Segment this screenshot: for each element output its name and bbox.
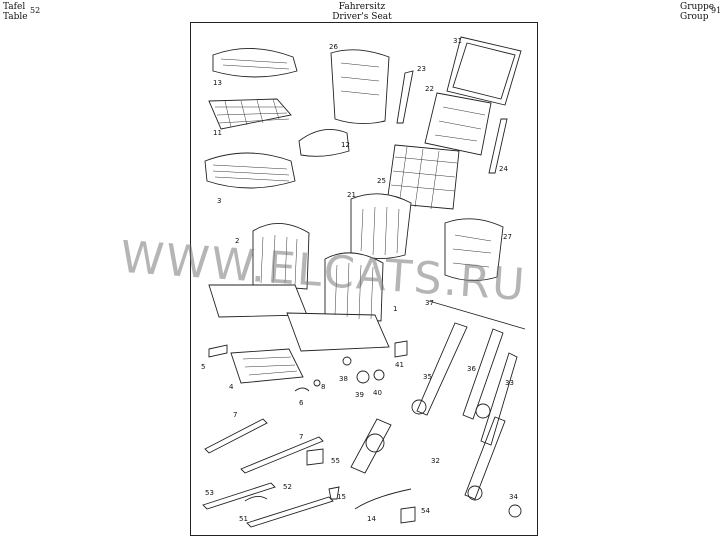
part-label: 2 (235, 237, 239, 245)
part-label: 15 (337, 493, 346, 501)
part-plate (306, 448, 324, 466)
part-backrest-structure (424, 92, 492, 156)
table-label: Tafel Table 52 (3, 2, 40, 22)
part-hinge-left (416, 322, 468, 416)
part-spring-mesh (386, 144, 460, 210)
part-rail-right (488, 118, 508, 174)
table-label-de: Tafel (3, 2, 26, 12)
part-side-rail (396, 70, 414, 124)
part-label: 31 (453, 37, 462, 45)
part-nut (313, 379, 321, 387)
part-hinge-middle (462, 328, 504, 420)
part-label: 27 (503, 233, 512, 241)
diagram-frame: 13 11 3 26 12 23 22 31 25 24 21 27 2 1 3… (190, 22, 538, 536)
part-label: 35 (423, 373, 432, 381)
part-label: 13 (213, 79, 222, 87)
part-label: 3 (217, 197, 221, 205)
part-label: 8 (321, 383, 325, 391)
part-rail-upper (204, 418, 268, 454)
part-label: 52 (283, 483, 292, 491)
group-label-en: Group (680, 12, 709, 22)
part-label: 22 (425, 85, 434, 93)
part-label: 14 (367, 515, 376, 523)
part-rail-lower (240, 436, 324, 474)
part-hinge-lower-pivot (467, 485, 483, 501)
part-washer (373, 369, 385, 381)
part-label: 21 (347, 191, 356, 199)
part-label: 37 (425, 299, 434, 307)
part-label: 51 (239, 515, 248, 523)
title-de: Fahrersitz (338, 2, 386, 12)
part-label: 39 (355, 391, 364, 399)
part-label: 54 (421, 507, 430, 515)
part-cushion-pad (298, 128, 350, 157)
part-seat-cushion-cover (212, 48, 298, 78)
part-spring-frame (208, 98, 292, 130)
part-backrest-cover (350, 193, 412, 259)
part-label: 11 (213, 129, 222, 137)
page-title: Fahrersitz Driver's Seat (0, 2, 724, 22)
part-label: 7 (299, 433, 303, 441)
part-backrest-frame (446, 36, 522, 106)
part-label: 5 (201, 363, 205, 371)
part-slide-rail-upper (202, 482, 276, 510)
title-en: Driver's Seat (332, 12, 392, 22)
part-seat-cushion (204, 152, 296, 189)
part-cable (354, 488, 412, 510)
part-main-hinge (350, 418, 392, 474)
part-hinge-pivot-right (475, 403, 491, 419)
part-label: 32 (431, 457, 440, 465)
part-end-cap (508, 504, 522, 518)
part-clip (294, 387, 310, 392)
part-label: 12 (341, 141, 350, 149)
exploded-parts-diagram: 13 11 3 26 12 23 22 31 25 24 21 27 2 1 3… (201, 36, 526, 528)
part-label: 40 (373, 389, 382, 397)
part-label: 55 (331, 457, 340, 465)
group-label-de: Gruppe (680, 2, 715, 12)
part-label: 24 (499, 165, 508, 173)
part-label: 53 (205, 489, 214, 497)
part-bracket (208, 344, 228, 358)
table-label-en: Table (3, 12, 28, 22)
part-label: 1 (393, 305, 397, 313)
table-number: 52 (30, 6, 41, 15)
part-main-hinge-pivot (365, 433, 385, 453)
part-label: 7 (233, 411, 237, 419)
part-label: 4 (229, 383, 234, 391)
part-cap (394, 340, 408, 358)
part-lever-knob (328, 486, 340, 500)
part-label: 38 (339, 375, 348, 383)
part-label: 34 (509, 493, 518, 501)
part-seat-base (230, 348, 304, 384)
part-label: 41 (395, 361, 404, 369)
group-number: 91 (711, 6, 722, 15)
part-backrest-padding (330, 49, 390, 124)
part-complete-seat (208, 223, 310, 318)
part-knob (342, 356, 352, 366)
part-label: 6 (299, 399, 304, 407)
part-hinge-lower (464, 416, 506, 500)
part-label: 25 (377, 177, 386, 185)
part-slide-rail-lower (246, 496, 334, 528)
part-rod (428, 300, 526, 330)
part-label: 26 (329, 43, 338, 51)
part-backrest-rear (444, 218, 504, 281)
part-label: 23 (417, 65, 426, 73)
part-seat-assembly (286, 252, 390, 352)
part-label: 33 (505, 379, 514, 387)
part-spring-clip (244, 496, 268, 502)
part-hinge-pivot-left (411, 399, 427, 415)
part-hinge-right (480, 352, 518, 446)
group-label: Gruppe Group 91 (680, 2, 721, 22)
part-bracket-small (400, 506, 416, 524)
part-ring (356, 370, 370, 384)
part-label: 36 (467, 365, 476, 373)
